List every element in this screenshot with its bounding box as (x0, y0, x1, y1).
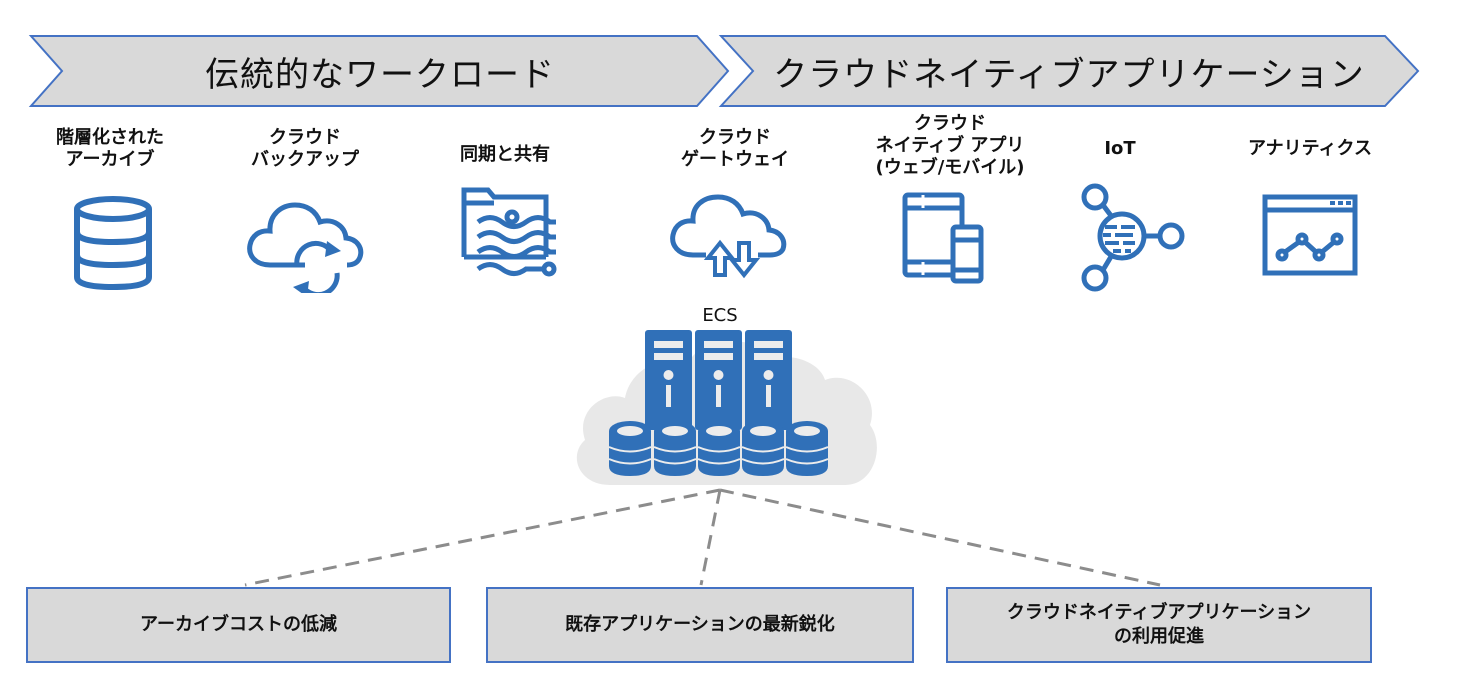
category-label-tiered-archive: 階層化された アーカイブ (56, 127, 164, 170)
chevron-cloud-native-apps (718, 35, 1420, 107)
folder-share-icon (461, 187, 557, 277)
chevron-label-cloud-native: クラウドネイティブアプリケーション (773, 54, 1365, 95)
storage-disks-icon (608, 421, 829, 476)
category-label-analytics: アナリティクス (1247, 138, 1373, 159)
outcome-box-archive-cost: アーカイブコストの低減 (26, 587, 451, 663)
storage-disk-2 (653, 421, 697, 476)
iot-hub-icon (1081, 183, 1185, 292)
category-label-cloud-gateway: クラウド ゲートウェイ (681, 127, 789, 170)
category-label-iot: IoT (1104, 138, 1136, 159)
tablet-phone-icon (902, 192, 984, 284)
chevron-label-traditional: 伝統的なワークロード (205, 54, 555, 95)
cloud-sync-icon (247, 202, 364, 293)
analytics-window-icon (1262, 194, 1358, 276)
storage-disk-5 (785, 421, 829, 476)
category-label-cloud-backup: クラウド バックアップ (251, 127, 359, 170)
database-icon (74, 196, 152, 291)
ecs-label: ECS (702, 305, 738, 326)
storage-disk-4 (741, 421, 785, 476)
connector-cloud-native (719, 488, 1161, 587)
connector-modernize (699, 489, 722, 586)
cloud-upload-download-icon (670, 194, 787, 279)
chevron-traditional-workloads (28, 35, 730, 107)
server-rack-icon (645, 330, 792, 430)
storage-disk-1 (608, 421, 652, 476)
connector-archive (244, 488, 721, 587)
connectors (244, 488, 1161, 587)
outcome-box-cloud-native-adoption: クラウドネイティブアプリケーション の利用促進 (946, 587, 1372, 663)
category-label-sync-share: 同期と共有 (460, 144, 550, 165)
outcome-box-app-modernization: 既存アプリケーションの最新鋭化 (486, 587, 914, 663)
storage-disk-3 (697, 421, 741, 476)
category-label-cloud-native-app: クラウド ネイティブ アプリ (ウェブ/モバイル) (875, 113, 1025, 178)
